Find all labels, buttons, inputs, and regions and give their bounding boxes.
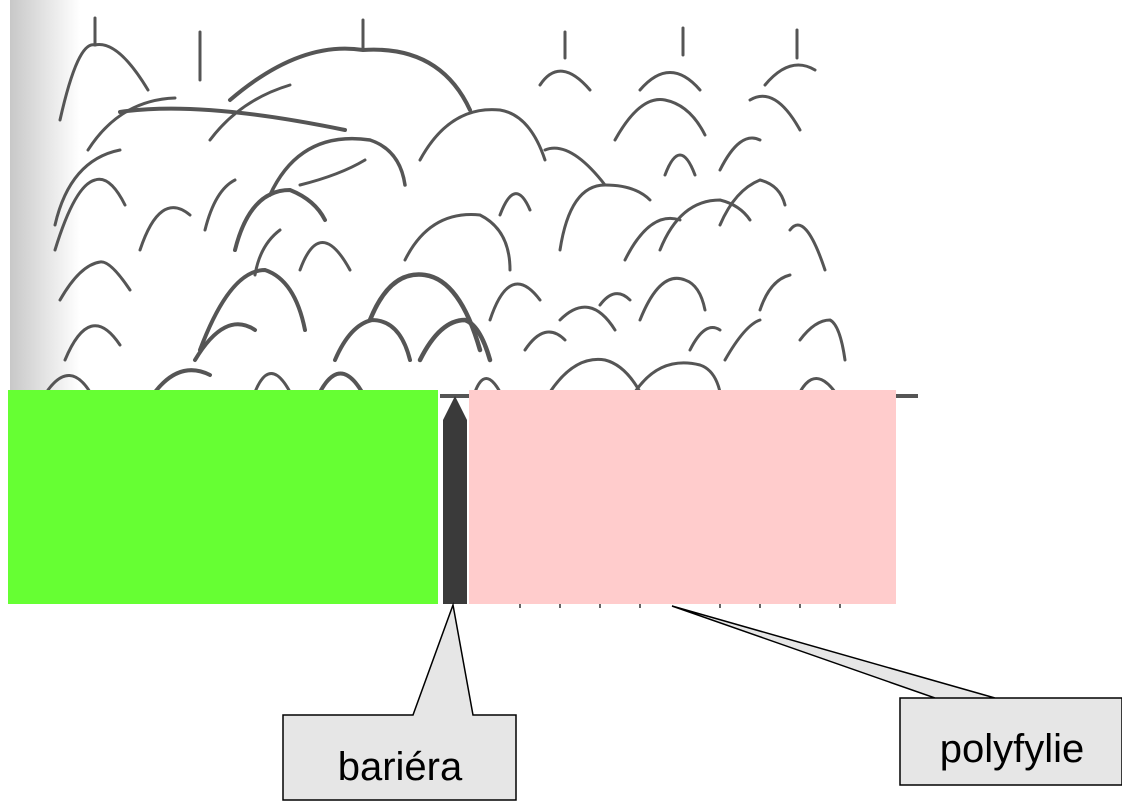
polyphyly-callout: polyfylie (671, 605, 1122, 786)
monophyly-block (8, 390, 438, 604)
barrier-label: bariéra (338, 745, 463, 789)
polyphyly-label: polyfylie (940, 727, 1085, 771)
tick-marks (519, 604, 841, 608)
polyphyly-block (469, 390, 896, 604)
scan-shading (10, 0, 80, 395)
barrier-bar (443, 396, 467, 604)
lineage-tree (46, 16, 847, 394)
barrier-callout: bariéra (282, 602, 517, 801)
